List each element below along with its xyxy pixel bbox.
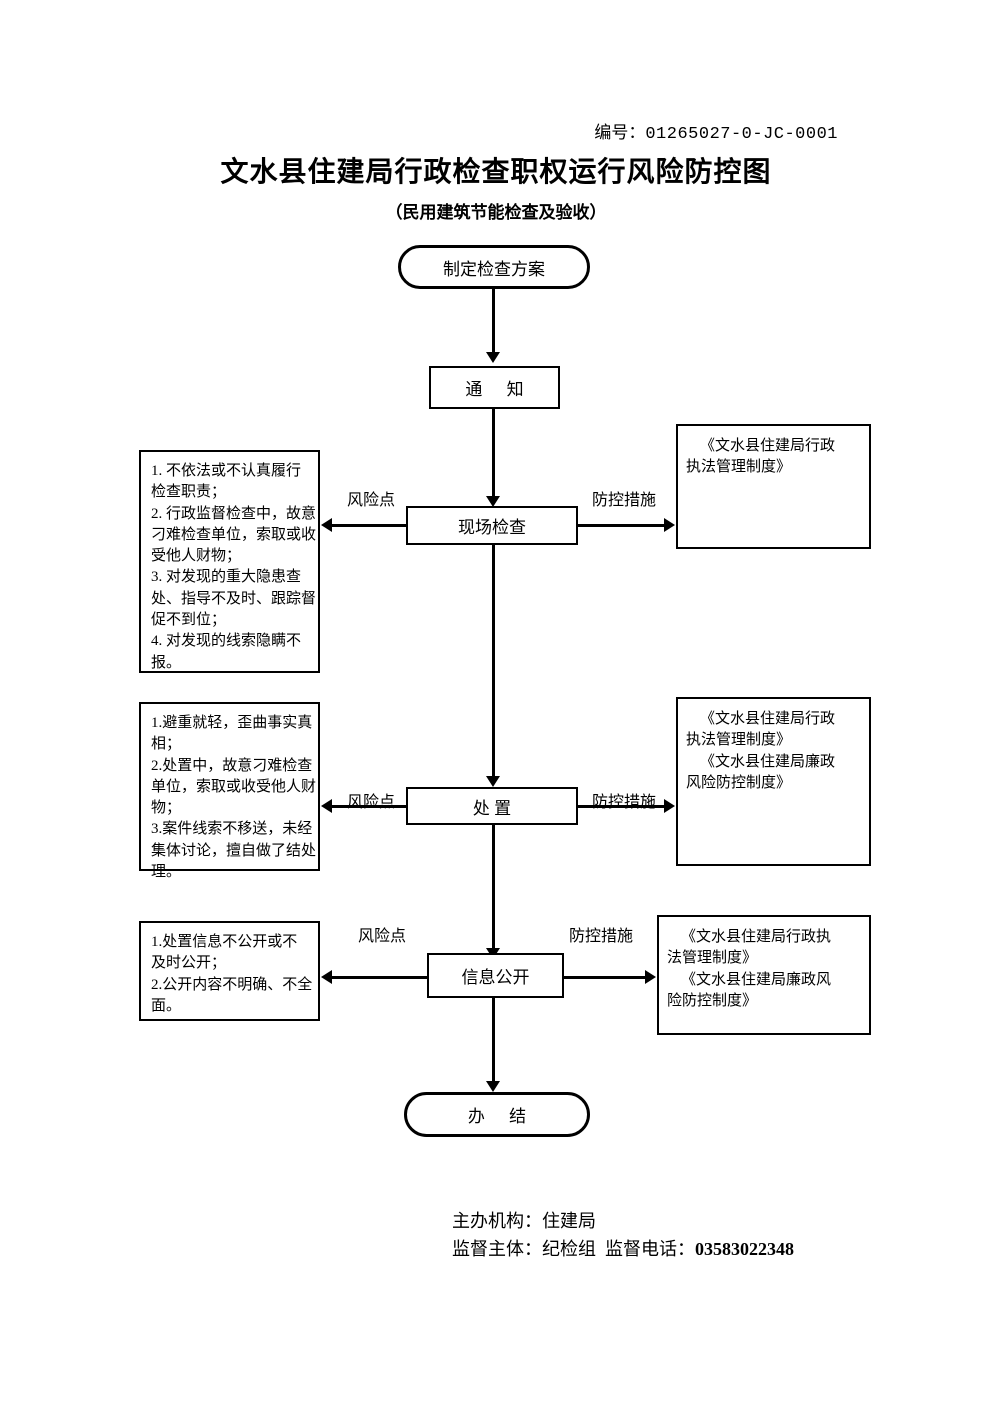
risk-line: 及时公开； (151, 955, 227, 972)
measure-line: 《文水县住建局行政执 (681, 929, 832, 945)
arrowhead-dispose-to-risks (321, 799, 332, 813)
footer-supervisor-row: 监督主体：纪检组 监督电话：03583022348 (452, 1236, 794, 1264)
risk-line: 单位，索取或收受他人财 (151, 778, 317, 795)
risk-line: 面。 (151, 997, 182, 1014)
risk-line: 促不到位； (151, 612, 227, 629)
connector-dispose-to-measures (578, 805, 665, 808)
risk-line: 相； (151, 736, 182, 753)
risk-line: 物； (151, 800, 182, 817)
node-start-label: 制定检查方案 (443, 259, 545, 279)
edge-label-risk-inspect: 风险点 (347, 492, 396, 509)
edge-label-measure-inspect: 防控措施 (592, 492, 657, 509)
arrowhead-dispose-to-measures (664, 799, 675, 813)
risk-line: 报。 (151, 654, 182, 671)
connector-inspect-to-risks (332, 524, 408, 527)
dispose-risks-box: 1.避重就轻，歪曲事实真 相； 2.处置中，故意刁难检查 单位，索取或收受他人财… (139, 702, 320, 880)
measure-line: 《文水县住建局行政 (700, 711, 836, 727)
risk-line: 1. 不依法或不认真履行 (151, 463, 302, 479)
node-end-label: 办 结 (467, 1107, 537, 1126)
connector-disclose-to-end (492, 998, 495, 1086)
document-number-value: 01265027-0-JC-0001 (645, 125, 838, 144)
risk-line: 检查职责； (151, 484, 227, 501)
node-dispose-label: 处 置 (472, 798, 512, 818)
risk-line: 1.处置信息不公开或不 (151, 934, 298, 950)
inspect-measures-box: 《文水县住建局行政 执法管理制度》 (676, 424, 871, 549)
node-inspect-label: 现场检查 (458, 518, 526, 537)
disclose-measures-box: 《文水县住建局行政执 法管理制度》 《文水县住建局廉政风 险防控制度》 (657, 915, 871, 1035)
node-inspect[interactable]: 现场检查 (406, 506, 578, 545)
measure-line: 法管理制度》 (667, 950, 758, 967)
arrowhead-inspect-to-dispose (486, 776, 500, 787)
risk-line: 受他人财物； (151, 548, 242, 565)
footer-supervisor: 监督主体：纪检组 (452, 1238, 596, 1259)
risk-line: 刁难检查单位，索取或收 (151, 526, 317, 543)
page-subtitle: （民用建筑节能检查及验收） (385, 203, 607, 223)
risk-line: 集体讨论，擅自做了结处 (151, 842, 317, 859)
page-title: 文水县住建局行政检查职权运行风险防控图 (220, 155, 772, 188)
connector-dispose-to-disclose (492, 825, 495, 949)
risk-line: 1.避重就轻，歪曲事实真 (151, 715, 313, 731)
node-notify-label: 通 知 (465, 380, 534, 399)
connector-disclose-to-risks (332, 976, 427, 979)
measure-line: 风险防控制度》 (686, 774, 792, 791)
measure-line: 《文水县住建局廉政风 (681, 971, 832, 988)
footer-block: 主办机构：住建局 监督主体：纪检组 监督电话：03583022348 (452, 1208, 794, 1264)
footer-phone-label: 监督电话： (605, 1238, 695, 1259)
risk-line: 2.处置中，故意刁难检查 (151, 757, 313, 774)
document-number-label: 编号： (594, 123, 646, 142)
risk-line: 4. 对发现的线索隐瞒不 (151, 633, 302, 650)
node-dispose[interactable]: 处 置 (406, 787, 578, 825)
edge-label-risk-dispose: 风险点 (347, 794, 396, 811)
connector-dispose-to-risks (332, 805, 408, 808)
connector-start-to-notify (492, 289, 495, 353)
measure-line: 险防控制度》 (667, 992, 758, 1009)
arrowhead-inspect-to-risks (321, 518, 332, 532)
edge-label-risk-disclose: 风险点 (358, 928, 407, 945)
document-number: 编号：01265027-0-JC-0001 (0, 118, 838, 144)
arrowhead-disclose-to-end (486, 1081, 500, 1092)
node-start[interactable]: 制定检查方案 (398, 245, 590, 289)
arrowhead-start-to-notify (486, 352, 500, 363)
risk-line: 3.案件线索不移送，未经 (151, 821, 313, 838)
arrowhead-notify-to-inspect (486, 496, 500, 507)
edge-label-measure-dispose: 防控措施 (592, 794, 657, 811)
connector-inspect-to-measures (578, 524, 665, 527)
footer-phone-number: 03583022348 (695, 1238, 794, 1259)
connector-notify-to-inspect (492, 409, 495, 497)
arrowhead-inspect-to-measures (664, 518, 675, 532)
measure-line: 《文水县住建局廉政 (700, 753, 836, 770)
node-end[interactable]: 办 结 (404, 1092, 590, 1137)
node-notify[interactable]: 通 知 (429, 366, 560, 409)
arrowhead-disclose-to-measures (645, 970, 656, 984)
risk-line: 理。 (151, 864, 182, 881)
arrowhead-disclose-to-risks (321, 970, 332, 984)
risk-line: 处、指导不及时、跟踪督 (151, 590, 317, 607)
connector-inspect-to-dispose (492, 545, 495, 777)
risk-line: 2. 行政监督检查中，故意 (151, 505, 317, 522)
measure-line: 执法管理制度》 (686, 732, 792, 749)
risk-line: 3. 对发现的重大隐患查 (151, 569, 302, 586)
edge-label-measure-disclose: 防控措施 (569, 928, 634, 945)
node-disclose-label: 信息公开 (461, 968, 530, 987)
risk-line: 2.公开内容不明确、不全 (151, 976, 313, 993)
measure-line: 《文水县住建局行政 (700, 438, 836, 454)
dispose-measures-box: 《文水县住建局行政 执法管理制度》 《文水县住建局廉政 风险防控制度》 (676, 697, 871, 866)
connector-disclose-to-measures (564, 976, 646, 979)
node-disclose[interactable]: 信息公开 (427, 953, 564, 998)
disclose-risks-box: 1.处置信息不公开或不 及时公开； 2.公开内容不明确、不全 面。 (139, 921, 320, 1021)
inspect-risks-box: 1. 不依法或不认真履行 检查职责； 2. 行政监督检查中，故意 刁难检查单位，… (139, 450, 320, 673)
measure-line: 执法管理制度》 (686, 459, 792, 476)
footer-organizer: 主办机构：住建局 (452, 1211, 596, 1231)
